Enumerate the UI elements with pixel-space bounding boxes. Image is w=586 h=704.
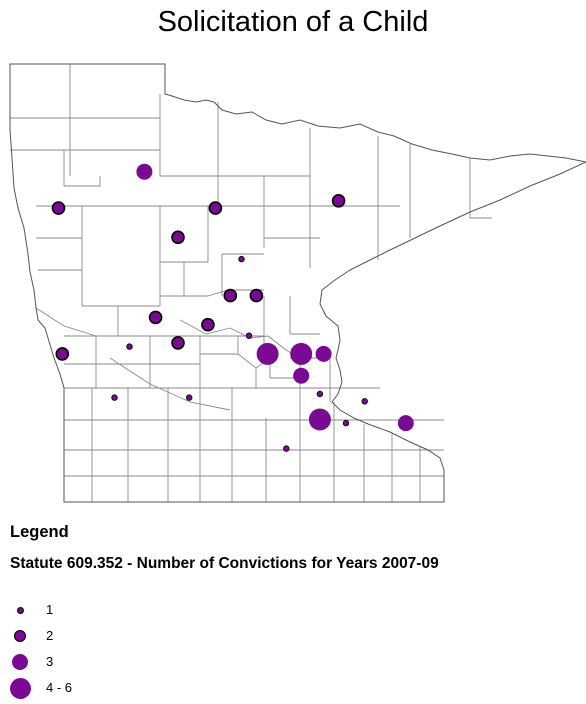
conviction-symbol — [51, 201, 66, 215]
conviction-symbol — [290, 342, 313, 365]
conviction-symbol — [238, 255, 245, 263]
state-outline — [9, 63, 586, 503]
conviction-symbol — [316, 390, 324, 398]
county-boundary-65 — [35, 307, 97, 337]
conviction-symbol — [171, 336, 185, 350]
legend-label: 4 - 6 — [46, 680, 73, 695]
conviction-symbol — [361, 398, 368, 405]
conviction-symbol — [256, 342, 279, 365]
conviction-symbol — [55, 347, 70, 361]
conviction-symbol — [249, 288, 264, 303]
conviction-symbol — [331, 194, 346, 208]
legend-label: 3 — [46, 654, 54, 669]
conviction-symbol — [208, 201, 223, 215]
conviction-symbol — [315, 345, 332, 362]
conviction-symbol — [342, 419, 350, 427]
legend-symbol-xlarge — [10, 678, 31, 699]
county-boundary-69 — [179, 319, 231, 335]
legend-item-3: 3 — [0, 654, 200, 678]
legend-symbol-small — [17, 607, 24, 614]
conviction-symbol — [397, 415, 414, 432]
conviction-symbol — [111, 394, 118, 401]
county-boundary-6 — [64, 176, 101, 187]
conviction-symbol — [126, 343, 133, 350]
conviction-symbols — [51, 163, 414, 452]
conviction-symbol — [293, 367, 310, 384]
conviction-symbol — [185, 394, 193, 401]
legend-item-2: 2 — [0, 628, 200, 652]
conviction-symbol — [201, 317, 215, 332]
minnesota-county-map — [9, 63, 586, 503]
legend-subtitle: Statute 609.352 - Number of Convictions … — [10, 555, 439, 572]
conviction-symbol — [171, 230, 185, 245]
county-boundaries — [10, 64, 492, 502]
county-boundary-12 — [264, 128, 311, 177]
legend-heading: Legend — [10, 523, 69, 541]
legend-symbol-large — [12, 654, 28, 670]
county-boundary-18 — [469, 158, 492, 219]
legend-label: 1 — [46, 602, 54, 617]
conviction-symbol — [245, 332, 253, 339]
legend-item-4: 4 - 6 — [0, 678, 200, 704]
conviction-symbol — [308, 408, 331, 431]
conviction-symbol — [136, 163, 153, 180]
legend-label: 2 — [46, 628, 54, 643]
conviction-symbol — [283, 445, 290, 452]
map-title: Solicitation of a Child — [157, 6, 429, 38]
conviction-symbol — [223, 288, 238, 303]
county-boundary-66 — [109, 357, 231, 411]
legend-item-1: 1 — [0, 602, 200, 626]
legend-symbol-medium — [14, 630, 26, 642]
conviction-symbol — [148, 310, 163, 325]
